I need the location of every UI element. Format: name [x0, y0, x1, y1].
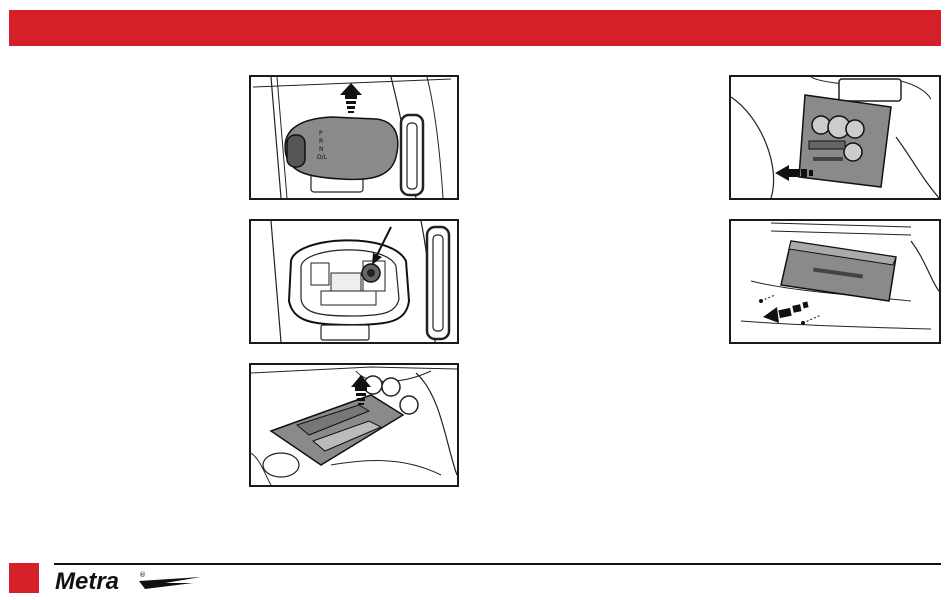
climate-panel-illustration	[731, 77, 939, 198]
arrow-up-icon	[340, 83, 362, 113]
svg-text:D/L: D/L	[317, 154, 328, 161]
figure-shift-knob: P R N D/L	[249, 75, 459, 200]
footer-rule	[54, 563, 941, 565]
console-trim-illustration	[251, 365, 457, 485]
footer-accent-square	[9, 563, 39, 593]
svg-text:P: P	[319, 130, 323, 137]
svg-text:R: R	[319, 138, 323, 145]
figure-climate-panel	[729, 75, 941, 200]
figure-radio-trim	[729, 219, 941, 344]
logo-text: Metra	[55, 568, 119, 595]
shift-knob-illustration: P R N D/L	[251, 77, 457, 198]
svg-text:N: N	[319, 146, 324, 153]
metra-logo-mark: Metra ®	[53, 567, 203, 595]
figure-shifter-screw	[249, 219, 459, 344]
radio-trim-illustration	[731, 221, 939, 342]
header-bar	[9, 10, 941, 46]
registered-mark: ®	[139, 571, 146, 579]
figure-console-trim	[249, 363, 459, 487]
arrow-left-icon	[763, 301, 809, 323]
lightning-swoosh-icon	[139, 577, 201, 589]
shifter-screw-illustration	[251, 221, 457, 342]
metra-logo: Metra ®	[53, 567, 203, 595]
